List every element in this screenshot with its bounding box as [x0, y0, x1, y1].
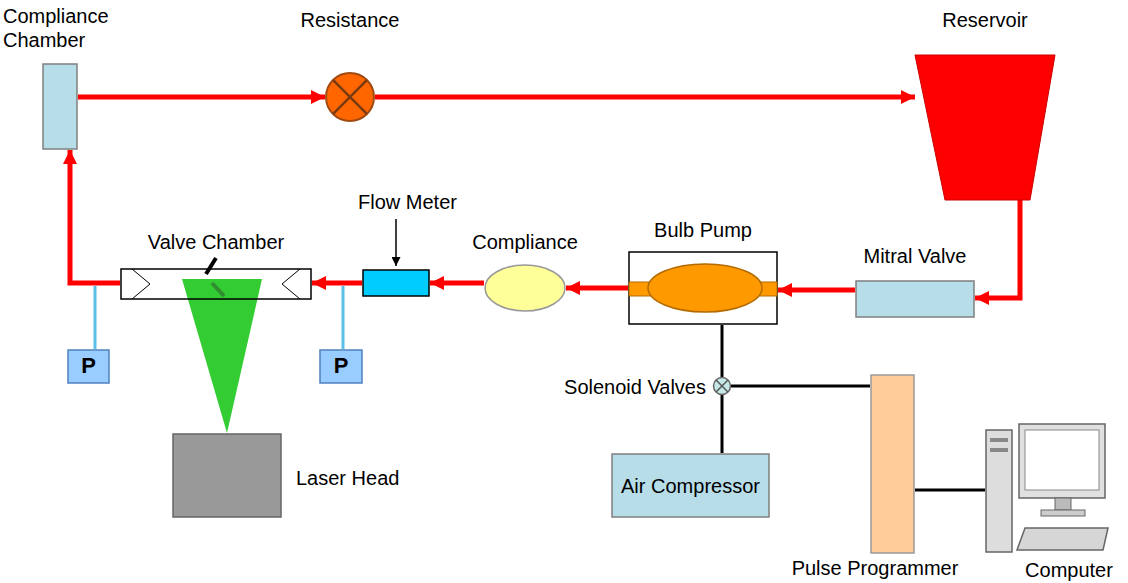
flow-arrow	[78, 95, 325, 100]
flow-arrow	[70, 150, 120, 283]
pressure-sensor: P	[67, 349, 110, 384]
part-label: Solenoid Valves	[496, 375, 706, 399]
control-line	[915, 489, 985, 492]
valve-leaflet	[206, 258, 216, 274]
pulse-programmer: Pulse Programmer	[870, 374, 915, 554]
solenoid-valve: Solenoid Valves	[713, 377, 731, 395]
control-line	[721, 395, 724, 453]
bulb-pump: Bulb Pump	[628, 251, 778, 325]
box-label: P	[81, 353, 96, 379]
control-line	[721, 325, 724, 377]
control-line	[731, 385, 870, 388]
solenoid-valve-outline	[713, 377, 731, 395]
computer-icon-outline	[985, 422, 1110, 557]
computer-icon: Computer	[985, 422, 1110, 557]
valve-chamber: Valve Chamber	[120, 268, 312, 300]
part-label: Compliance	[455, 230, 595, 254]
compliance-chamber: Compliance Chamber	[42, 63, 78, 150]
part-label: Valve Chamber	[130, 230, 302, 254]
pressure-sensor: P	[319, 349, 363, 384]
compliance-chamber-outline	[42, 63, 78, 150]
flow-arrow	[975, 200, 1020, 298]
laser-sheet	[182, 279, 262, 433]
valve-chamber-outline	[120, 268, 312, 300]
flow-arrow	[778, 288, 855, 293]
laser-head: Laser Head	[172, 433, 282, 518]
leader-line	[395, 219, 397, 266]
pulse-programmer-outline	[870, 374, 915, 554]
part-label: Flow Meter	[340, 190, 475, 214]
compliance-bulb: Compliance	[484, 264, 566, 312]
part-label: Laser Head	[296, 466, 416, 490]
flow-meter-outline	[362, 269, 430, 297]
part-label: Pulse Programmer	[780, 556, 970, 580]
bulb-pump-outline	[628, 251, 778, 325]
reservoir-tank: Reservoir	[915, 55, 1055, 200]
part-label: Compliance Chamber	[3, 4, 113, 52]
box-label: Air Compressor	[621, 474, 760, 498]
flow-arrow	[566, 286, 628, 291]
flow-arrow	[430, 281, 484, 286]
pressure-tap	[94, 286, 97, 349]
flow-meter: Flow Meter	[362, 269, 430, 297]
part-label: Bulb Pump	[618, 218, 788, 242]
part-label: Computer	[1014, 558, 1124, 582]
pressure-tap	[342, 286, 345, 349]
compliance-bulb-outline	[484, 264, 566, 312]
part-label: Resistance	[290, 8, 410, 32]
reservoir-tank-outline	[915, 55, 1055, 200]
flow-arrow	[375, 95, 915, 100]
valve-leaflet	[212, 283, 224, 296]
part-label: Reservoir	[920, 8, 1050, 32]
mitral-valve-outline	[855, 280, 975, 318]
resistance-symbol-outline	[325, 72, 375, 122]
laser-head-outline	[172, 433, 282, 518]
air-compressor: Air Compressor	[611, 453, 770, 518]
resistance-symbol: Resistance	[325, 72, 375, 122]
box-label: P	[334, 353, 349, 379]
mitral-valve: Mitral Valve	[855, 280, 975, 318]
part-label: Mitral Valve	[845, 244, 985, 268]
flow-arrow	[312, 281, 362, 286]
